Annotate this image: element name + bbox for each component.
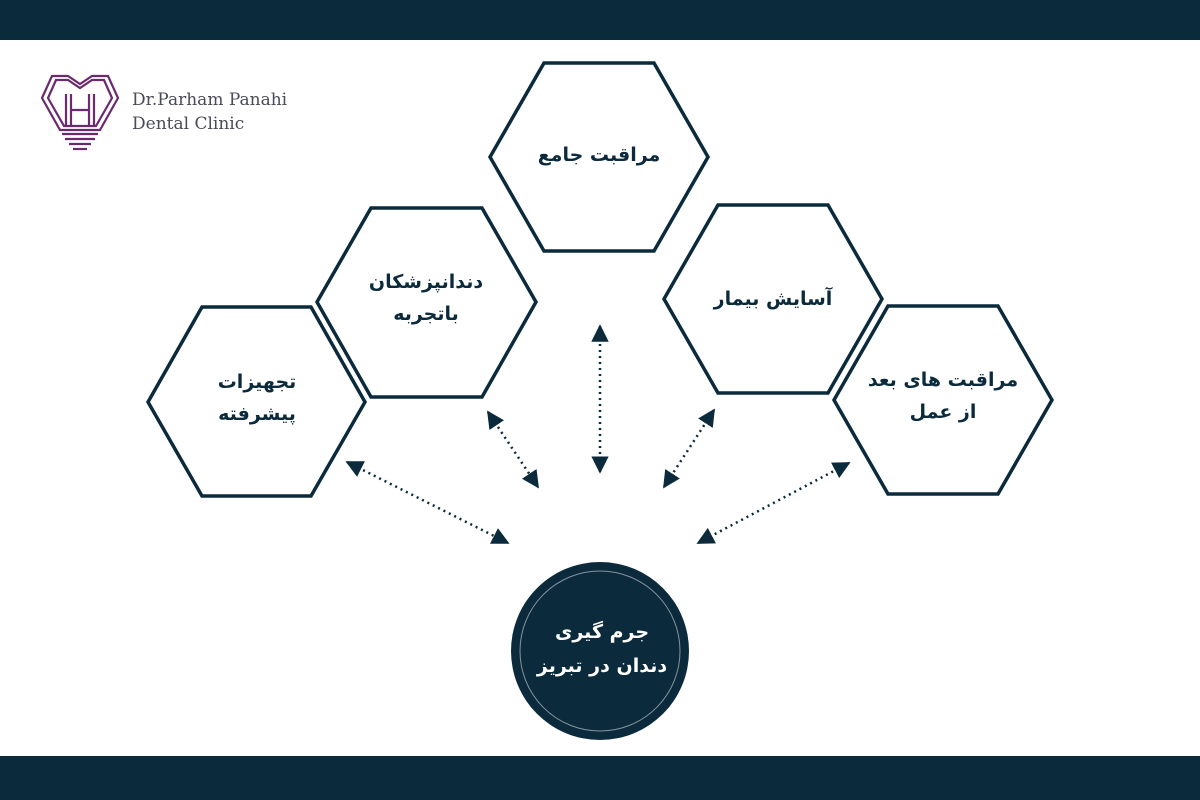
- connector-arrow: [345, 460, 510, 545]
- label-advanced-equipment: تجهیزات پیشرفته: [217, 371, 297, 425]
- center-label: جرم گیری دندان در تبریز: [517, 615, 687, 683]
- connector-arrow: [662, 408, 716, 489]
- hexagon-advanced-equipment: [145, 305, 368, 498]
- label-comprehensive-care: مراقبت جامع: [537, 144, 661, 166]
- connector-arrow: [696, 461, 851, 545]
- label-experienced-dentists: دندانپزشکان باتجربه: [368, 271, 484, 325]
- tooth-logo-icon: [40, 74, 120, 151]
- logo-title: Dr.Parham Panahi: [132, 90, 288, 110]
- center-label-line2: دندان در تبریز: [536, 655, 668, 677]
- label-patient-comfort: آسایش بیمار: [713, 288, 833, 310]
- label-post-op-care: مراقبت های بعد از عمل: [867, 369, 1019, 423]
- hexagon-comprehensive-care: [487, 61, 711, 253]
- bottom-bar: [0, 756, 1200, 800]
- center-label-line1: جرم گیری: [554, 621, 650, 643]
- hexagon-patient-comfort: [661, 203, 885, 395]
- top-bar: [0, 0, 1200, 40]
- center-circle-ring: [519, 570, 681, 732]
- logo-subtitle: Dental Clinic: [132, 114, 245, 134]
- center-circle: [511, 562, 689, 740]
- hexagon-experienced-dentists: [314, 206, 539, 399]
- hexagon-post-op-care: [831, 304, 1055, 496]
- connector-arrow: [486, 410, 540, 489]
- clinic-logo: Dr.Parham Panahi Dental Clinic: [38, 68, 318, 160]
